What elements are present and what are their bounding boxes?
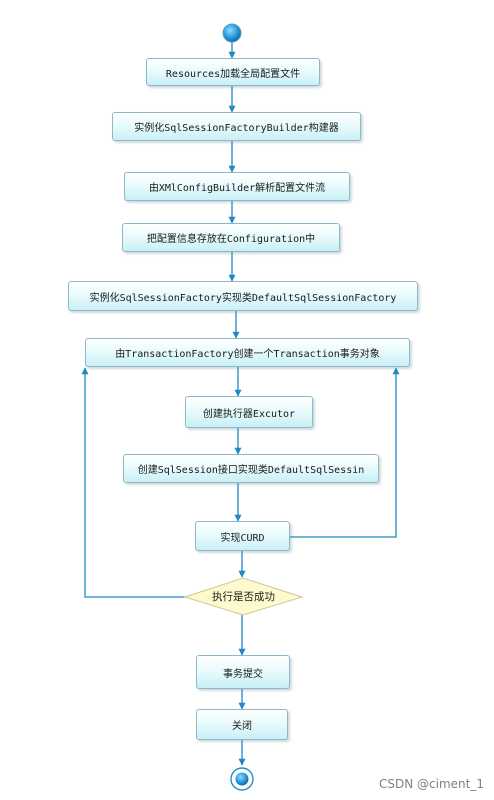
decision-label: 执行是否成功 bbox=[212, 591, 275, 603]
step-curd: 实现CURD bbox=[195, 521, 290, 551]
step-commit: 事务提交 bbox=[196, 655, 290, 689]
end-node-inner bbox=[235, 772, 249, 786]
arrow-decision-loop-left bbox=[81, 367, 185, 598]
decision-diamond bbox=[183, 577, 304, 616]
step-create-executor: 创建执行器Excutor bbox=[185, 396, 313, 428]
arrow-curd-loop-right bbox=[290, 367, 400, 538]
start-node bbox=[222, 23, 242, 43]
step-new-factory: 实例化SqlSessionFactory实现类DefaultSqlSession… bbox=[68, 281, 418, 311]
step-store-config: 把配置信息存放在Configuration中 bbox=[122, 223, 340, 252]
step-create-transaction: 由TransactionFactory创建一个Transaction事务对象 bbox=[85, 338, 410, 367]
step-close: 关闭 bbox=[196, 709, 288, 740]
step-parse-xml: 由XMlConfigBuilder解析配置文件流 bbox=[124, 172, 350, 201]
watermark: CSDN @ciment_1 bbox=[379, 777, 484, 791]
step-new-builder: 实例化SqlSessionFactoryBuilder构建器 bbox=[112, 112, 361, 141]
step-create-session: 创建SqlSession接口实现类DefaultSqlSessin bbox=[123, 454, 379, 483]
step-load-resources: Resources加载全局配置文件 bbox=[146, 58, 320, 86]
